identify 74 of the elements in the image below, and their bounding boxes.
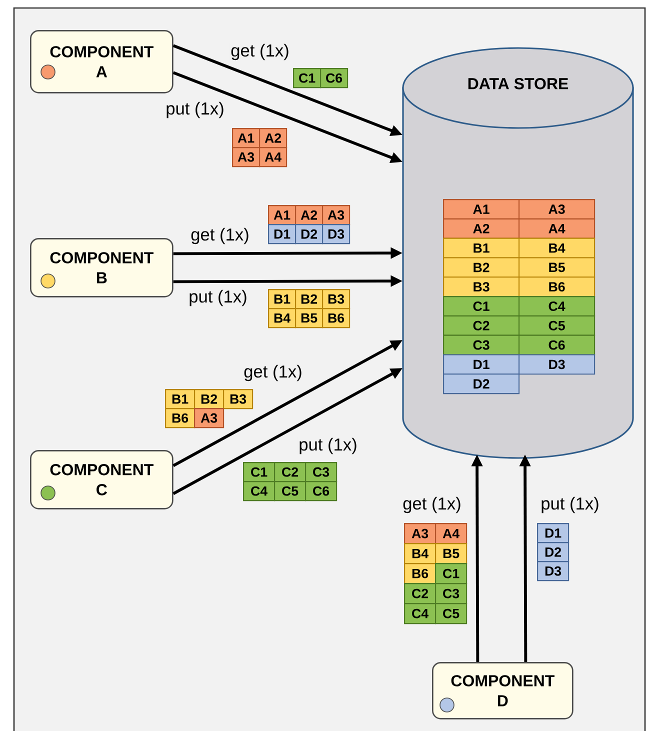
data-cell: C2 — [404, 583, 436, 604]
data-cell: B1 — [165, 389, 196, 410]
component-box: COMPONENT C — [30, 450, 174, 510]
edge-label: get (1x) — [189, 226, 251, 246]
data-cell: A2 — [295, 205, 324, 226]
data-cell: C6 — [305, 481, 338, 502]
data-cell: B2 — [295, 289, 324, 310]
data-cell: A4 — [259, 147, 288, 168]
edge-label: get (1x) — [242, 364, 304, 382]
data-cell: B2 — [443, 257, 520, 278]
data-cell: B5 — [518, 257, 596, 278]
data-cell: B6 — [165, 408, 196, 428]
component-box: COMPONENT D — [432, 662, 574, 720]
data-cell: B4 — [268, 308, 296, 328]
data-cell: A1 — [443, 199, 520, 220]
data-cell: B1 — [443, 238, 520, 258]
data-cell: D2 — [443, 374, 520, 394]
data-cell: C2 — [443, 315, 520, 336]
data-cell: B4 — [518, 238, 596, 258]
data-cell: C3 — [305, 462, 338, 482]
edge-label: put (1x) — [187, 288, 249, 308]
data-cell: A1 — [232, 128, 260, 148]
data-cell: C5 — [435, 603, 468, 624]
data-cell: B5 — [435, 543, 468, 564]
component-box: COMPONENT B — [30, 238, 174, 298]
data-cell: A3 — [518, 199, 596, 220]
data-cell: D2 — [295, 224, 324, 244]
data-cell: A3 — [194, 408, 224, 428]
data-cell: C6 — [320, 68, 348, 88]
data-cell: A2 — [443, 218, 520, 239]
data-cell: D1 — [443, 354, 520, 375]
data-cell: C6 — [518, 334, 596, 356]
data-cell: B3 — [223, 389, 254, 410]
data-cell: A3 — [322, 205, 350, 226]
data-cell: C5 — [518, 315, 596, 336]
edge-label: get (1x) — [229, 42, 291, 62]
data-cell: A4 — [518, 218, 596, 239]
data-cell: C4 — [404, 603, 436, 624]
data-cell: A4 — [435, 523, 468, 544]
data-cell: A3 — [404, 523, 436, 544]
data-cell: C1 — [243, 462, 276, 482]
data-cell: C5 — [274, 481, 306, 502]
data-cell: B4 — [404, 543, 436, 564]
data-cell: D3 — [322, 224, 350, 244]
data-cell: C3 — [435, 583, 468, 604]
edge-label: get (1x) — [401, 496, 463, 514]
data-cell: C1 — [293, 68, 322, 88]
data-cell: D1 — [268, 224, 296, 244]
data-cell: B3 — [322, 289, 350, 310]
data-cell: C3 — [443, 334, 520, 356]
data-cell: B3 — [443, 276, 520, 298]
data-cell: D3 — [518, 354, 596, 375]
data-cell: C4 — [518, 296, 596, 316]
edge-label: put (1x) — [297, 436, 359, 456]
data-cell: B6 — [404, 563, 436, 584]
data-cell: D3 — [537, 561, 570, 582]
data-cell: B2 — [194, 389, 224, 410]
edge-label: put (1x) — [539, 496, 601, 514]
data-cell: A3 — [232, 147, 260, 168]
data-cell: C1 — [435, 563, 468, 584]
node-label: DATA STORE — [468, 78, 568, 90]
data-cell: A2 — [259, 128, 288, 148]
data-cell: B1 — [268, 289, 296, 310]
data-cell: D2 — [537, 542, 570, 562]
data-cell: A1 — [268, 205, 296, 226]
data-cell: B6 — [322, 308, 350, 328]
data-cell: C4 — [243, 481, 276, 502]
data-cell: C1 — [443, 296, 520, 316]
edge-label: put (1x) — [164, 100, 226, 120]
data-cell: B6 — [518, 276, 596, 298]
data-cell: B5 — [295, 308, 324, 328]
data-cell: C2 — [274, 462, 306, 482]
component-box: COMPONENT A — [30, 30, 174, 94]
data-cell: D1 — [537, 523, 570, 544]
